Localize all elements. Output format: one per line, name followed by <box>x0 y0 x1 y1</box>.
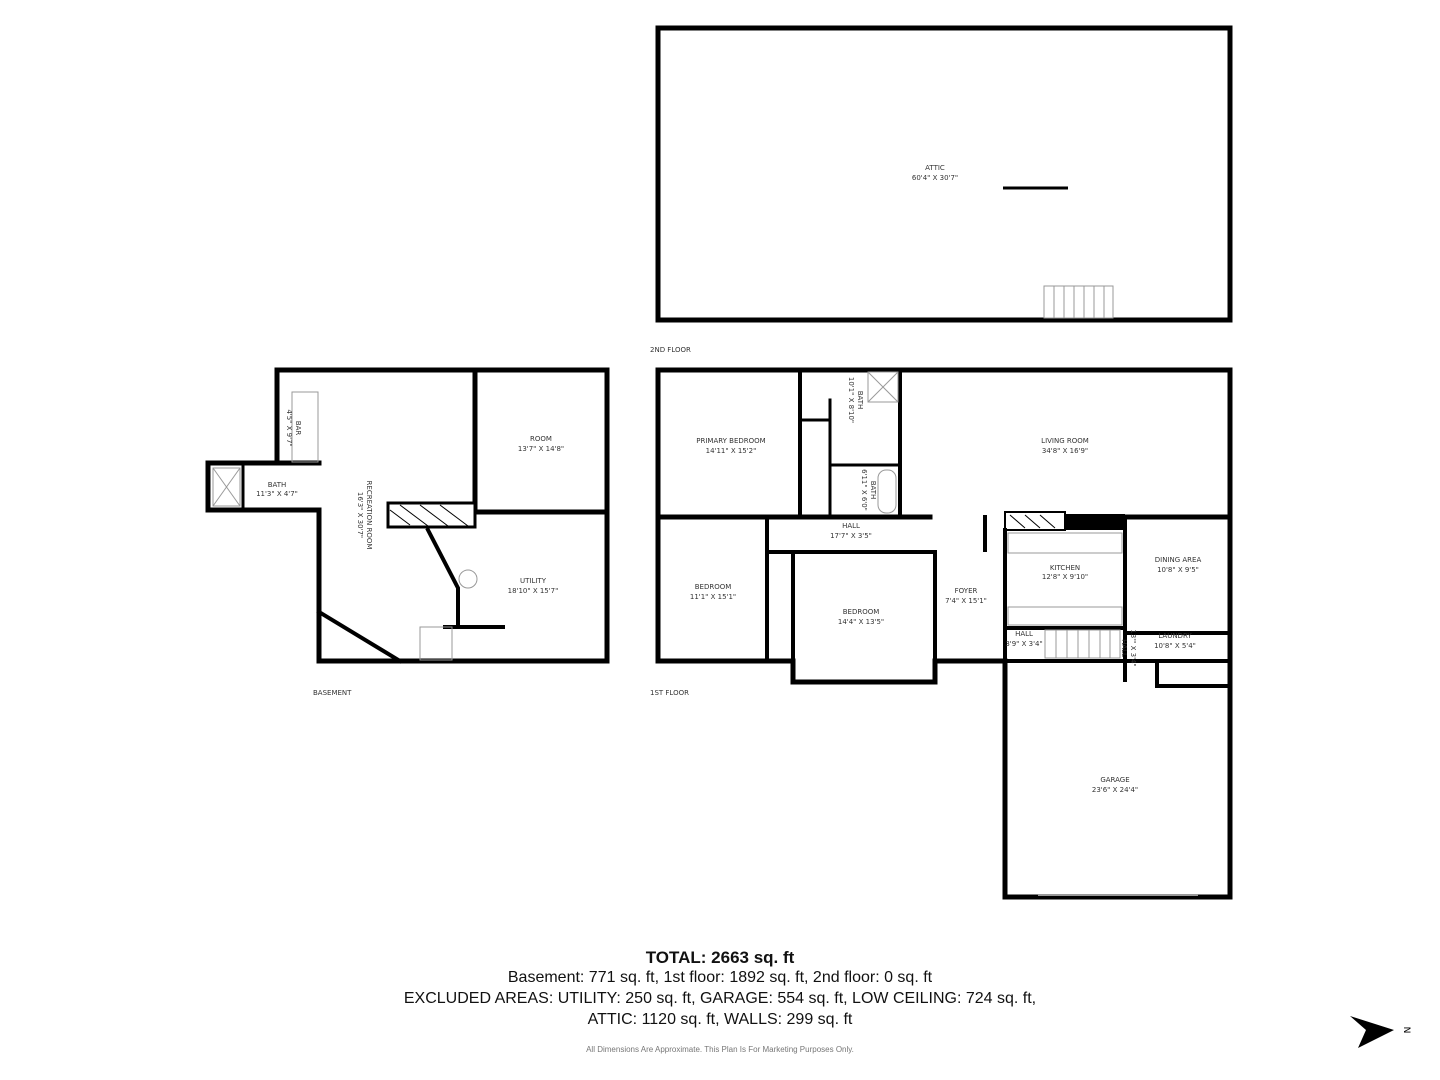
primary-bath-name: BATH <box>856 391 864 410</box>
attic-size: 60'4" X 30'7" <box>912 174 958 182</box>
basement-plan: ROOM 13'7" X 14'8" BAR 4'5" X 9'7" BATH … <box>205 367 610 664</box>
primary-bath-size: 10'1" X 8'10" <box>847 377 855 423</box>
living-room-size: 34'8" X 16'9" <box>1042 447 1088 455</box>
recreation-room-size: 16'3" X 30'7" <box>356 492 364 538</box>
dining-area-size: 10'8" X 9'5" <box>1157 566 1199 574</box>
kitchen-name: KITCHEN <box>1050 564 1080 572</box>
laundry-name: LAUNDRY <box>1158 632 1192 640</box>
primary-bedroom-name: PRIMARY BEDROOM <box>696 437 765 445</box>
excluded-areas: EXCLUDED AREAS: UTILITY: 250 sq. ft, GAR… <box>403 990 1037 1007</box>
stair-hall-size: 13'" X 3'4" <box>1129 629 1137 666</box>
small-hall-size: 3'9" X 3'4" <box>1005 640 1042 648</box>
bedroom2-name: BEDROOM <box>843 608 880 616</box>
first-floor-stairs <box>1044 629 1121 659</box>
bedroom1-name: BEDROOM <box>695 583 732 591</box>
stair-hall-name: HALL <box>1120 639 1128 657</box>
basement-label: BASEMENT <box>313 689 352 697</box>
garage-name: GARAGE <box>1100 776 1129 784</box>
garage-size: 23'6" X 24'4" <box>1092 786 1138 794</box>
attic-stairs <box>1043 285 1114 319</box>
north-arrow-icon: N <box>1350 1016 1411 1048</box>
bar-size: 4'5" X 9'7" <box>285 409 293 446</box>
utility-name: UTILITY <box>520 577 547 585</box>
bedroom1-size: 11'1" X 15'1" <box>690 593 736 601</box>
compass-label: N <box>1401 1027 1411 1034</box>
floor-areas: Basement: 771 sq. ft, 1st floor: 1892 sq… <box>507 969 933 986</box>
second-floor-label: 2ND FLOOR <box>650 346 691 354</box>
first-floor-plan: PRIMARY BEDROOM 14'11" X 15'2" BATH 10'1… <box>655 367 1233 900</box>
foyer-size: 7'4" X 15'1" <box>945 597 987 605</box>
disclaimer: All Dimensions Are Approximate. This Pla… <box>586 1045 854 1054</box>
dining-area-name: DINING AREA <box>1155 556 1202 564</box>
hall-size: 17'7" X 3'5" <box>830 532 872 540</box>
first-floor-label: 1ST FLOOR <box>650 689 689 697</box>
hall-name: HALL <box>842 522 860 530</box>
primary-bedroom-size: 14'11" X 15'2" <box>706 447 757 455</box>
total-area: TOTAL: 2663 sq. ft <box>645 948 795 967</box>
basement-bath-size: 11'3" X 4'7" <box>256 490 298 498</box>
kitchen-size: 12'8" X 9'10" <box>1042 573 1088 581</box>
bar-name: BAR <box>294 421 302 436</box>
hall-bath-size: 6'11" X 6'0" <box>860 469 868 511</box>
utility-size: 18'10" X 15'7" <box>508 587 559 595</box>
laundry-size: 10'8" X 5'4" <box>1154 642 1196 650</box>
living-room-name: LIVING ROOM <box>1041 437 1089 445</box>
basement-room-size: 13'7" X 14'8" <box>518 445 564 453</box>
attic-name: ATTIC <box>925 164 945 172</box>
attic-plan: ATTIC 60'4" X 30'7" <box>655 25 1233 323</box>
bedroom2-size: 14'4" X 13'5" <box>838 618 884 626</box>
excluded-areas-cont: ATTIC: 1120 sq. ft, WALLS: 299 sq. ft <box>587 1011 853 1028</box>
recreation-room-name: RECREATION ROOM <box>365 481 373 550</box>
hall-bath-name: BATH <box>869 481 877 500</box>
basement-bath-name: BATH <box>268 481 287 489</box>
basement-room-name: ROOM <box>530 435 552 443</box>
foyer-name: FOYER <box>955 587 978 595</box>
small-hall-name: HALL <box>1015 630 1033 638</box>
